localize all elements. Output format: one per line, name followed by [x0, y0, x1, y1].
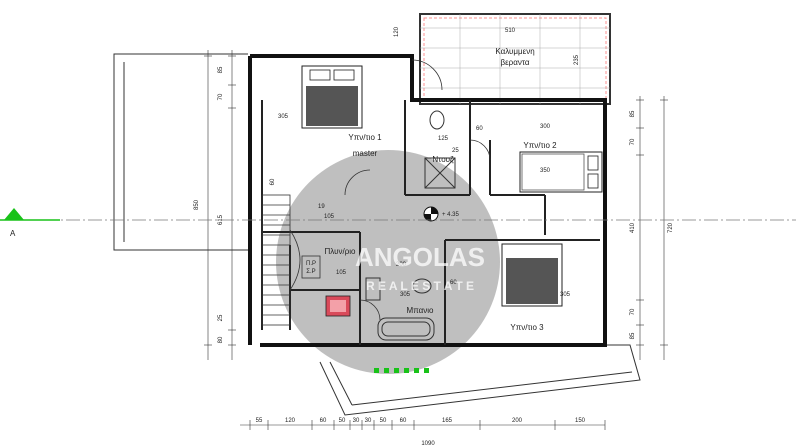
closet: Π.Ρ Σ.Ρ: [301, 255, 321, 279]
dim-bottom-50-b: 50: [380, 418, 387, 424]
dim-right-70-a: 70: [630, 138, 636, 145]
dim-top-vert-120: 120: [394, 26, 400, 37]
dim-bottom-30-b: 30: [365, 418, 372, 424]
washing-machine: [325, 295, 351, 317]
dim-bottom-total: 1090: [421, 441, 435, 447]
dim-inner-305-c: 305: [560, 292, 571, 298]
shower-label: Ντουζ: [432, 155, 454, 164]
veranda-label-line2: βεραντα: [500, 58, 529, 67]
covered-veranda: Καλυμμενη βεραντα 510 235: [419, 13, 611, 105]
closet-label-line1: Π.Ρ: [306, 261, 316, 267]
dim-inner-60-a: 60: [476, 126, 483, 132]
dim-inner-125: 125: [438, 136, 449, 142]
dim-inner-305-b: 305: [400, 292, 411, 298]
dim-inner-60-b: 60: [450, 280, 457, 286]
right-dimension-chain: [636, 96, 668, 360]
dim-bottom-165: 165: [442, 418, 453, 424]
dim-bottom-60-a: 60: [320, 418, 327, 424]
dim-right-70-b: 70: [630, 308, 636, 315]
dim-veranda-depth: 235: [574, 54, 580, 65]
veranda-label-line1: Καλυμμενη: [495, 47, 534, 56]
inner-dimensions: 305 125 25 60 300 350 105 19 200 305 60 …: [278, 114, 571, 298]
bottom-dimension-chain: [240, 420, 606, 430]
dim-inner-105-b: 105: [336, 270, 347, 276]
watermark-line2: R E A L E S T A T E: [366, 279, 474, 293]
staircase: [261, 194, 301, 326]
dim-bottom-200: 200: [512, 418, 523, 424]
left-dimension-chain: [204, 50, 236, 360]
dim-left-80: 80: [218, 336, 224, 343]
dim-inner-19: 19: [318, 204, 325, 210]
dim-left-25: 25: [218, 314, 224, 321]
bathroom-label: Μπανιο: [407, 306, 434, 315]
dim-bottom-50-a: 50: [339, 418, 346, 424]
dim-bottom-30-a: 30: [353, 418, 360, 424]
dim-bottom-150: 150: [575, 418, 586, 424]
section-line: [0, 208, 796, 221]
dim-bottom-60-b: 60: [400, 418, 407, 424]
dim-inner-305-a: 305: [278, 114, 289, 120]
laundry-label: Πλυν/ριο: [325, 247, 357, 256]
bed-2: [519, 151, 603, 193]
bedroom1-label-line2: master: [353, 149, 378, 158]
level-marker: + 4.35: [423, 206, 460, 222]
dim-left-70: 70: [218, 93, 224, 100]
dim-right-720: 720: [668, 222, 674, 233]
door-arcs: [344, 59, 491, 321]
dim-left-850: 850: [194, 199, 200, 210]
bedroom2-label: Υπν/τιο 2: [523, 141, 557, 150]
dim-right-85-b: 85: [630, 332, 636, 339]
bed-1: [301, 65, 363, 129]
dim-bottom-55: 55: [256, 418, 263, 424]
dim-inner-105-a: 105: [324, 214, 335, 220]
dim-right-410: 410: [630, 222, 636, 233]
dim-inner-350: 350: [540, 168, 551, 174]
railing-marks: [374, 368, 429, 373]
dim-inner-200: 200: [396, 262, 407, 268]
dim-veranda-width: 510: [505, 28, 516, 34]
bedroom3-label: Υπν/τιο 3: [510, 323, 544, 332]
terrace-outline: [113, 53, 641, 416]
section-marker-label: A: [10, 229, 16, 238]
closet-label-line2: Σ.Ρ: [306, 269, 315, 275]
bed-3: [501, 243, 563, 307]
level-label: + 4.35: [442, 212, 460, 218]
dim-left-85: 85: [218, 66, 224, 73]
bedroom1-label-line1: Υπν/τιο 1: [348, 133, 382, 142]
dim-left-60: 60: [270, 178, 276, 185]
exterior-walls: [248, 54, 607, 347]
watermark-line1: ANGOLAS: [355, 242, 485, 272]
section-marker-arrow-icon: [4, 208, 24, 220]
bottom-dimension-labels: 55 120 60 50 30 30 50 60 165 200 150 109…: [256, 418, 586, 447]
dim-bottom-120: 120: [285, 418, 296, 424]
dim-right-85-a: 85: [630, 110, 636, 117]
dim-inner-25: 25: [452, 148, 459, 154]
bathroom-fixtures: [365, 110, 456, 341]
dim-inner-300: 300: [540, 124, 551, 130]
